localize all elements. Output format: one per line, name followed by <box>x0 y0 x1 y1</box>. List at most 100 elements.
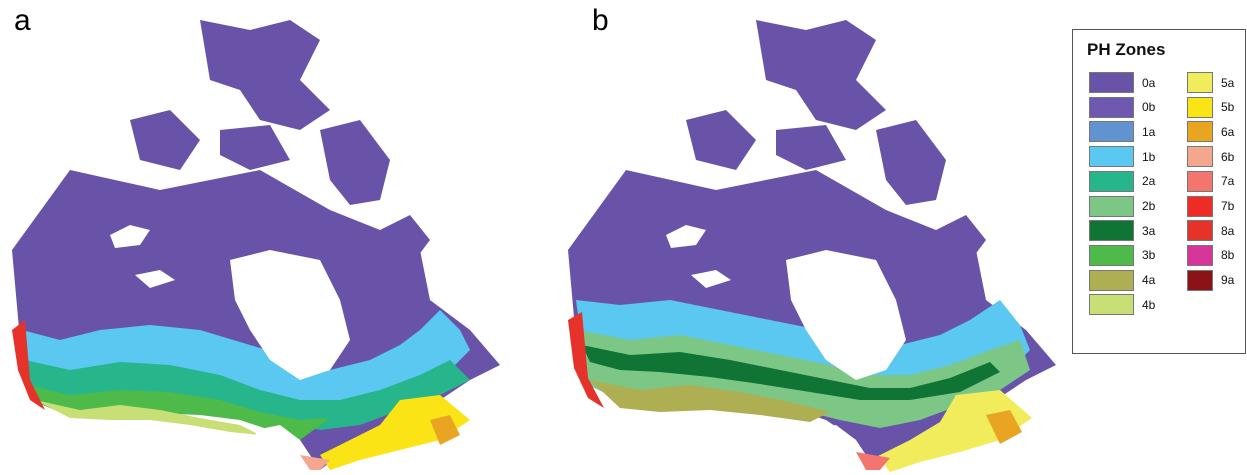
legend-swatch <box>1187 170 1213 192</box>
legend-swatch <box>1187 96 1213 118</box>
legend-label: 0a <box>1142 75 1156 90</box>
great-lakes <box>255 425 300 455</box>
legend-swatch <box>1089 244 1134 266</box>
arctic-island-2 <box>130 110 200 170</box>
legend-label: 6a <box>1221 124 1235 139</box>
map-panel-a: a <box>0 0 560 475</box>
southeast-zone-5b <box>320 395 470 470</box>
legend-label: 4a <box>1142 273 1156 288</box>
legend-label: 9a <box>1221 273 1235 288</box>
legend-item-3b: 3b <box>1089 244 1156 266</box>
legend-item-7b: 7b <box>1187 195 1235 217</box>
great-bear-lake <box>110 225 150 248</box>
mainland-zone-1b <box>22 310 470 420</box>
arctic-island-3 <box>776 125 846 170</box>
legend-item-4a: 4a <box>1089 269 1156 291</box>
great-bear-lake <box>666 225 706 248</box>
water-bodies-a <box>110 225 350 455</box>
mainland-zone-4a <box>590 380 830 422</box>
arctic-island-2 <box>686 110 756 170</box>
legend-label: 4b <box>1142 297 1156 312</box>
mainland-zone-4b <box>35 400 260 435</box>
panel-letter-b: b <box>592 4 609 37</box>
legend-item-0b: 0b <box>1089 96 1156 118</box>
legend-swatch <box>1187 269 1213 291</box>
arctic-islands-b <box>686 20 986 260</box>
legend-item-3a: 3a <box>1089 220 1156 242</box>
legend-label: 1b <box>1142 149 1156 164</box>
legend-label: 2a <box>1142 174 1156 189</box>
ph-zones-legend: PH Zones 0a 0b 1a 1b 2a 2b 3a 3b 4a 4b 5a 5b 6a 6b 7a 7… <box>1072 29 1246 354</box>
southeast-zone-6a <box>986 410 1022 444</box>
mainland-zone-2a <box>25 360 470 430</box>
arctic-island-1 <box>756 20 886 130</box>
legend-swatch <box>1187 72 1213 93</box>
legend-item-1a: 1a <box>1089 121 1156 143</box>
legend-swatch <box>1089 72 1134 93</box>
legend-swatch <box>1089 220 1134 242</box>
legend-item-7a: 7a <box>1187 170 1235 192</box>
legend-label: 5a <box>1221 75 1235 90</box>
south-zone-6b <box>300 455 330 470</box>
great-lakes <box>811 425 856 455</box>
arctic-island-3 <box>220 125 290 170</box>
legend-item-2a: 2a <box>1089 170 1156 192</box>
legend-swatch <box>1089 269 1134 291</box>
hudson-bay <box>786 250 906 380</box>
legend-item-5a: 5a <box>1187 72 1234 93</box>
legend-swatch <box>1089 294 1134 316</box>
legend-label: 6b <box>1221 149 1235 164</box>
legend-swatch <box>1089 170 1134 192</box>
panel-letter-a: a <box>14 4 31 37</box>
canada-zone-map-a <box>12 20 500 470</box>
legend-swatch <box>1187 146 1213 168</box>
legend-label: 5b <box>1221 100 1235 115</box>
mainland-zone-3a <box>582 345 1000 400</box>
legend-label: 3b <box>1142 248 1156 263</box>
great-slave-lake <box>135 270 175 288</box>
legend-item-5b: 5b <box>1187 96 1235 118</box>
legend-item-8a: 8a <box>1187 220 1235 242</box>
arctic-island-4 <box>320 120 390 205</box>
mainland-zone-3b <box>28 385 330 440</box>
legend-label: 0b <box>1142 100 1156 115</box>
legend-item-8b: 8b <box>1187 244 1235 266</box>
legend-swatch <box>1187 220 1213 242</box>
legend-swatch <box>1187 195 1213 217</box>
legend-item-6b: 6b <box>1187 146 1235 168</box>
legend-label: 7b <box>1221 199 1235 213</box>
legend-label: 3a <box>1142 223 1156 238</box>
legend-label: 2b <box>1142 199 1156 213</box>
arctic-island-4 <box>876 120 946 205</box>
south-zone-7a <box>856 452 890 470</box>
legend-label: 7a <box>1221 174 1235 189</box>
arctic-island-5 <box>936 215 986 260</box>
legend-swatch <box>1089 146 1134 168</box>
hudson-bay <box>230 250 350 380</box>
water-bodies-b <box>666 225 906 455</box>
legend-swatch <box>1089 121 1134 143</box>
arctic-island-1 <box>200 20 330 130</box>
legend-item-1b: 1b <box>1089 146 1156 168</box>
southeast-zone-6a <box>430 415 460 445</box>
legend-swatch <box>1187 244 1213 266</box>
map-panel-b: b <box>560 0 1080 475</box>
legend-swatch <box>1089 96 1134 118</box>
great-slave-lake <box>691 270 731 288</box>
legend-label: 8a <box>1221 223 1235 238</box>
legend-title: PH Zones <box>1087 40 1166 59</box>
legend-label: 8b <box>1221 248 1235 263</box>
canada-zone-map-b <box>568 20 1056 472</box>
legend-item-6a: 6a <box>1187 121 1235 143</box>
arctic-island-5 <box>380 215 430 260</box>
west-coast-zone-8b <box>12 320 45 410</box>
legend-swatch <box>1089 195 1134 217</box>
legend-label: 1a <box>1142 124 1156 139</box>
southeast-zone-5a <box>878 390 1032 472</box>
legend-item-2b: 2b <box>1089 195 1156 217</box>
legend-item-9a: 9a <box>1187 269 1235 291</box>
arctic-islands-a <box>130 20 430 260</box>
legend-item-0a: 0a <box>1089 72 1155 93</box>
legend-swatch <box>1187 121 1213 143</box>
legend-item-4b: 4b <box>1089 294 1156 316</box>
